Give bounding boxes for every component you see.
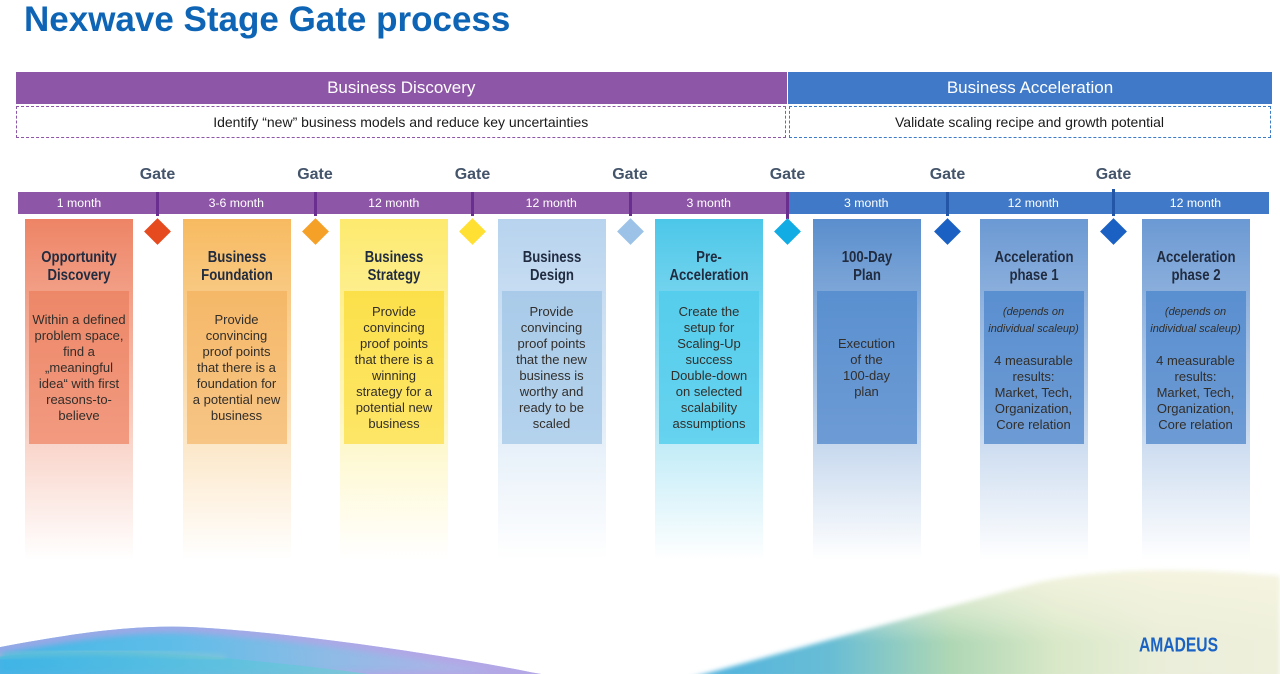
svg-text:AMADEUS: AMADEUS [1139, 634, 1218, 657]
